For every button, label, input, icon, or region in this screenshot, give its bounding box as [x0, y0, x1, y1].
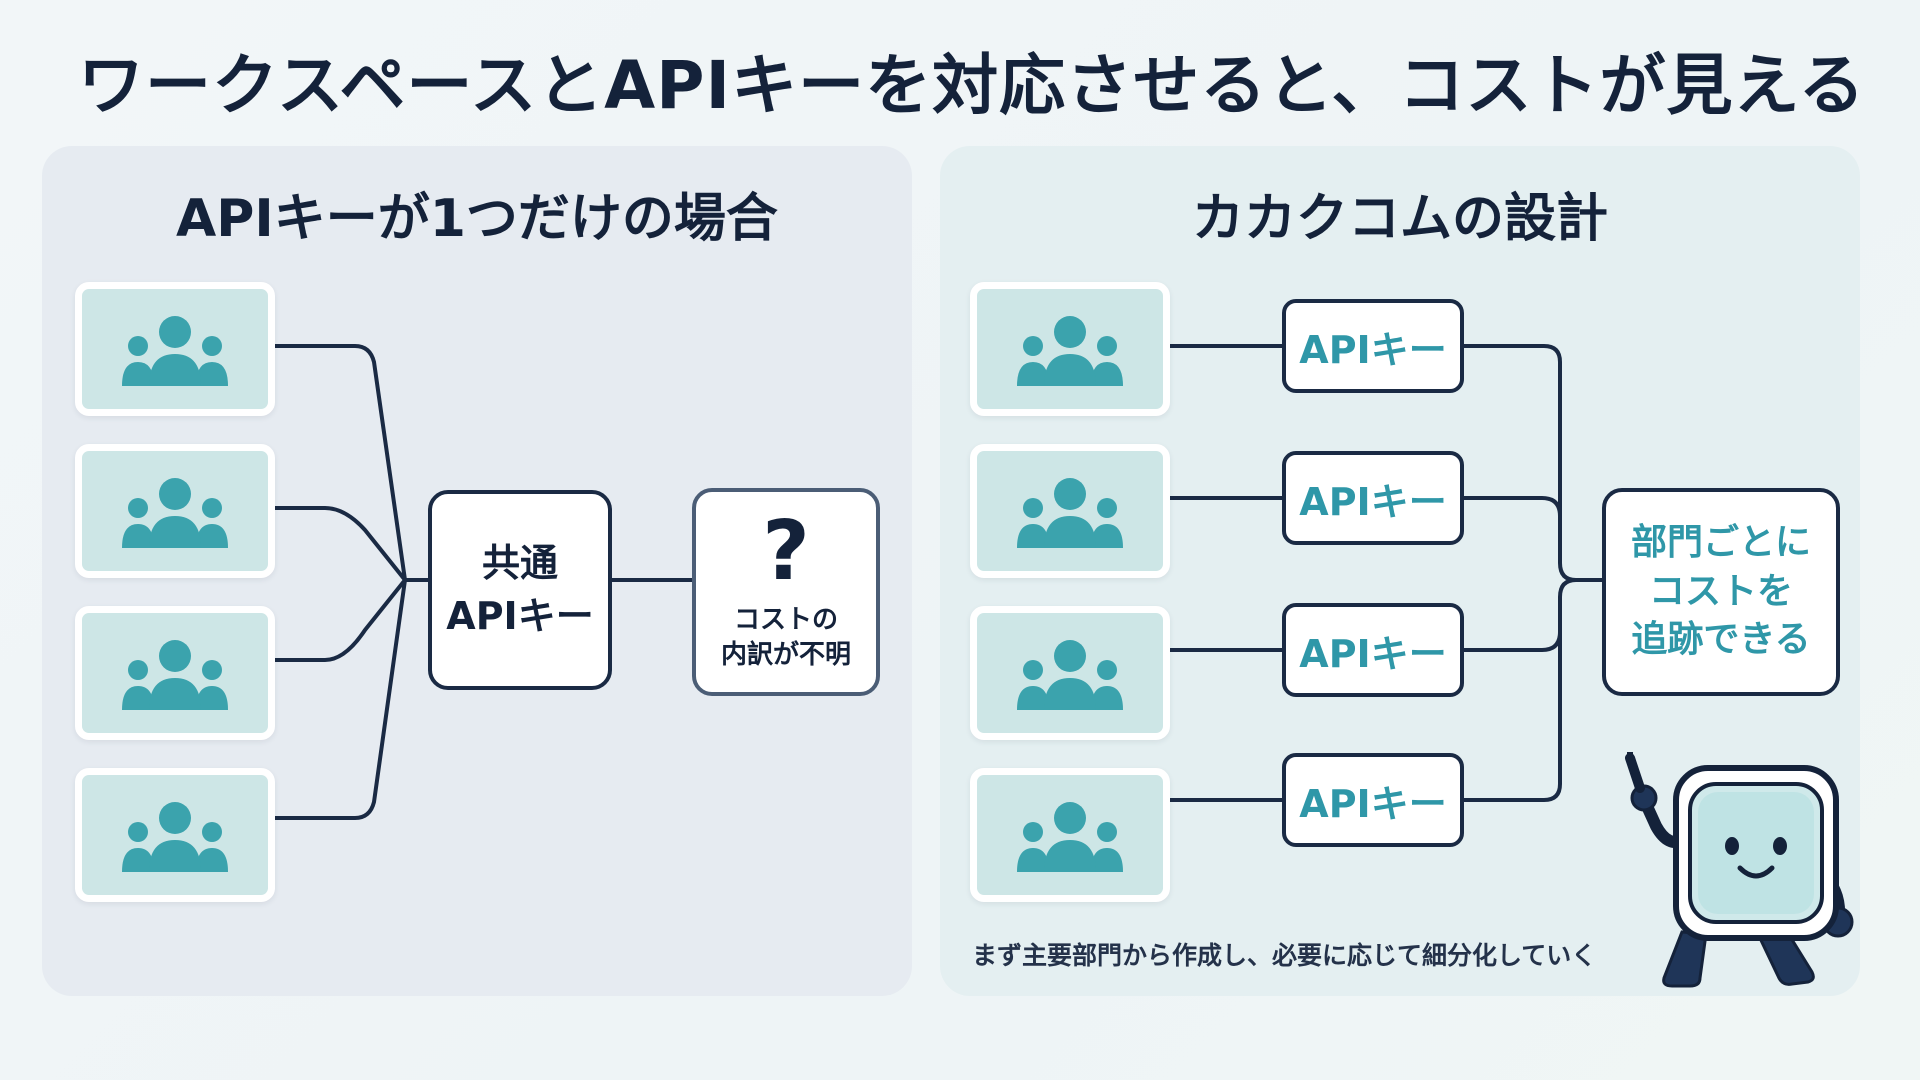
main-title: ワークスペースとAPIキーを対応させると、コストが見える — [78, 47, 1866, 124]
team-card — [970, 282, 1170, 416]
team-card — [75, 606, 275, 740]
api-key-box-2: APIキー — [1282, 451, 1464, 545]
team-icon — [122, 640, 228, 710]
panel-title-single-key: APIキーが1つだけの場合 — [176, 189, 778, 249]
team-card — [75, 282, 275, 416]
shared-key-label-line2: APIキー — [446, 594, 594, 638]
cost-tracking-line2: コストを — [1648, 570, 1793, 612]
team-icon — [1017, 640, 1123, 710]
cost-unknown-box: ? コストの 内訳が不明 — [692, 488, 880, 696]
cost-tracking-line1: 部門ごとに — [1630, 522, 1811, 564]
api-key-box-4: APIキー — [1282, 753, 1464, 847]
cost-tracking-box: 部門ごとに コストを 追跡できる — [1602, 488, 1840, 696]
panel-title-kakaku-design: カカクコムの設計 — [1191, 189, 1608, 249]
cost-unknown-line2: 内訳が不明 — [720, 640, 851, 670]
team-card — [970, 444, 1170, 578]
team-icon — [1017, 316, 1123, 386]
team-card — [970, 606, 1170, 740]
footer-note: まず主要部門から作成し、必要に応じて細分化していく — [972, 941, 1597, 970]
api-key-box-3: APIキー — [1282, 603, 1464, 697]
team-icon — [122, 802, 228, 872]
shared-api-key-box: 共通 APIキー — [428, 490, 612, 690]
team-icon — [1017, 802, 1123, 872]
team-card — [970, 768, 1170, 902]
team-card — [75, 444, 275, 578]
cost-unknown-line1: コストの — [733, 604, 838, 635]
team-icon — [1017, 478, 1123, 548]
team-card — [75, 768, 275, 902]
team-icon — [122, 316, 228, 386]
team-icon — [122, 478, 228, 548]
question-mark-icon: ? — [762, 503, 810, 599]
shared-key-label-line1: 共通 — [481, 540, 558, 585]
mascot-icon — [1625, 752, 1854, 988]
cost-tracking-line3: 追跡できる — [1631, 619, 1811, 661]
api-key-box-1: APIキー — [1282, 299, 1464, 393]
